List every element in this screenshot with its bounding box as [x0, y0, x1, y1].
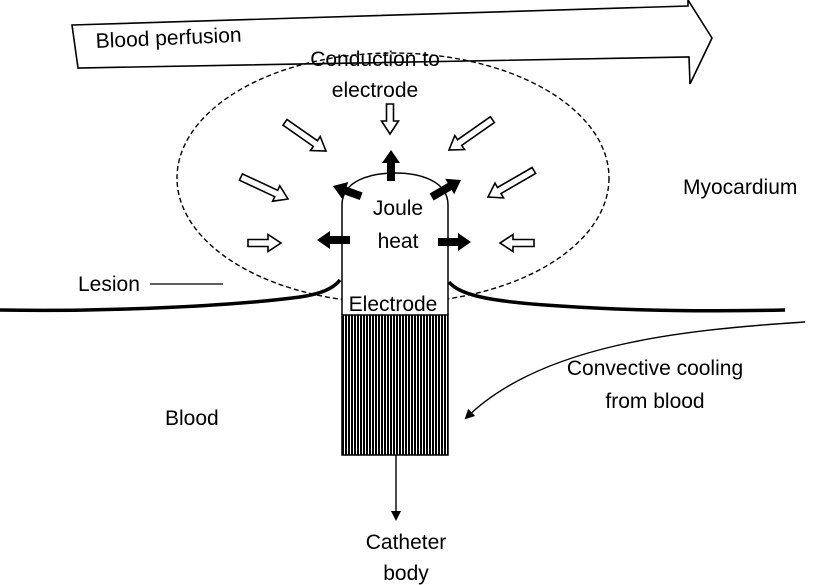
conduction-arrow-upper-left	[281, 118, 328, 152]
joule-label-line1: Joule	[373, 197, 423, 220]
conduction-arrow-upper-right	[447, 115, 496, 151]
blood-perfusion-arrow	[71, 0, 713, 85]
tissue-surface-left	[0, 278, 342, 313]
blood-label: Blood	[165, 407, 219, 430]
convective-label-line1: Convective cooling	[567, 357, 743, 380]
conduction-label-line1: Conduction to	[310, 48, 440, 71]
catheter-label-line2: body	[383, 562, 429, 585]
catheter-label-line1: Catheter	[366, 531, 447, 554]
myocardium-label: Myocardium	[683, 176, 797, 199]
conduction-arrow-mid-right	[486, 166, 537, 199]
tissue-surface-right	[447, 280, 786, 313]
conduction-arrow-low-left	[247, 233, 283, 253]
joule-heat-arrow-left	[317, 231, 350, 249]
electrode-label: Electrode	[349, 293, 438, 316]
catheter-shaft	[341, 314, 449, 456]
joule-heat-arrow-upper-right	[429, 178, 461, 201]
joule-heat-arrow-right	[438, 233, 471, 251]
conduction-arrow-top	[380, 103, 400, 136]
conduction-label-line2: electrode	[332, 79, 418, 102]
conduction-arrow-low-right	[498, 233, 535, 253]
convective-cooling-arrow	[464, 321, 806, 420]
joule-heat-arrow-up	[382, 150, 400, 181]
conduction-arrow-mid-left	[238, 172, 290, 203]
lesion-label: Lesion	[78, 273, 140, 296]
joule-label-line2: heat	[378, 230, 419, 253]
convective-label-line2: from blood	[605, 390, 704, 413]
joule-heat-arrow-upper-left	[333, 182, 363, 200]
